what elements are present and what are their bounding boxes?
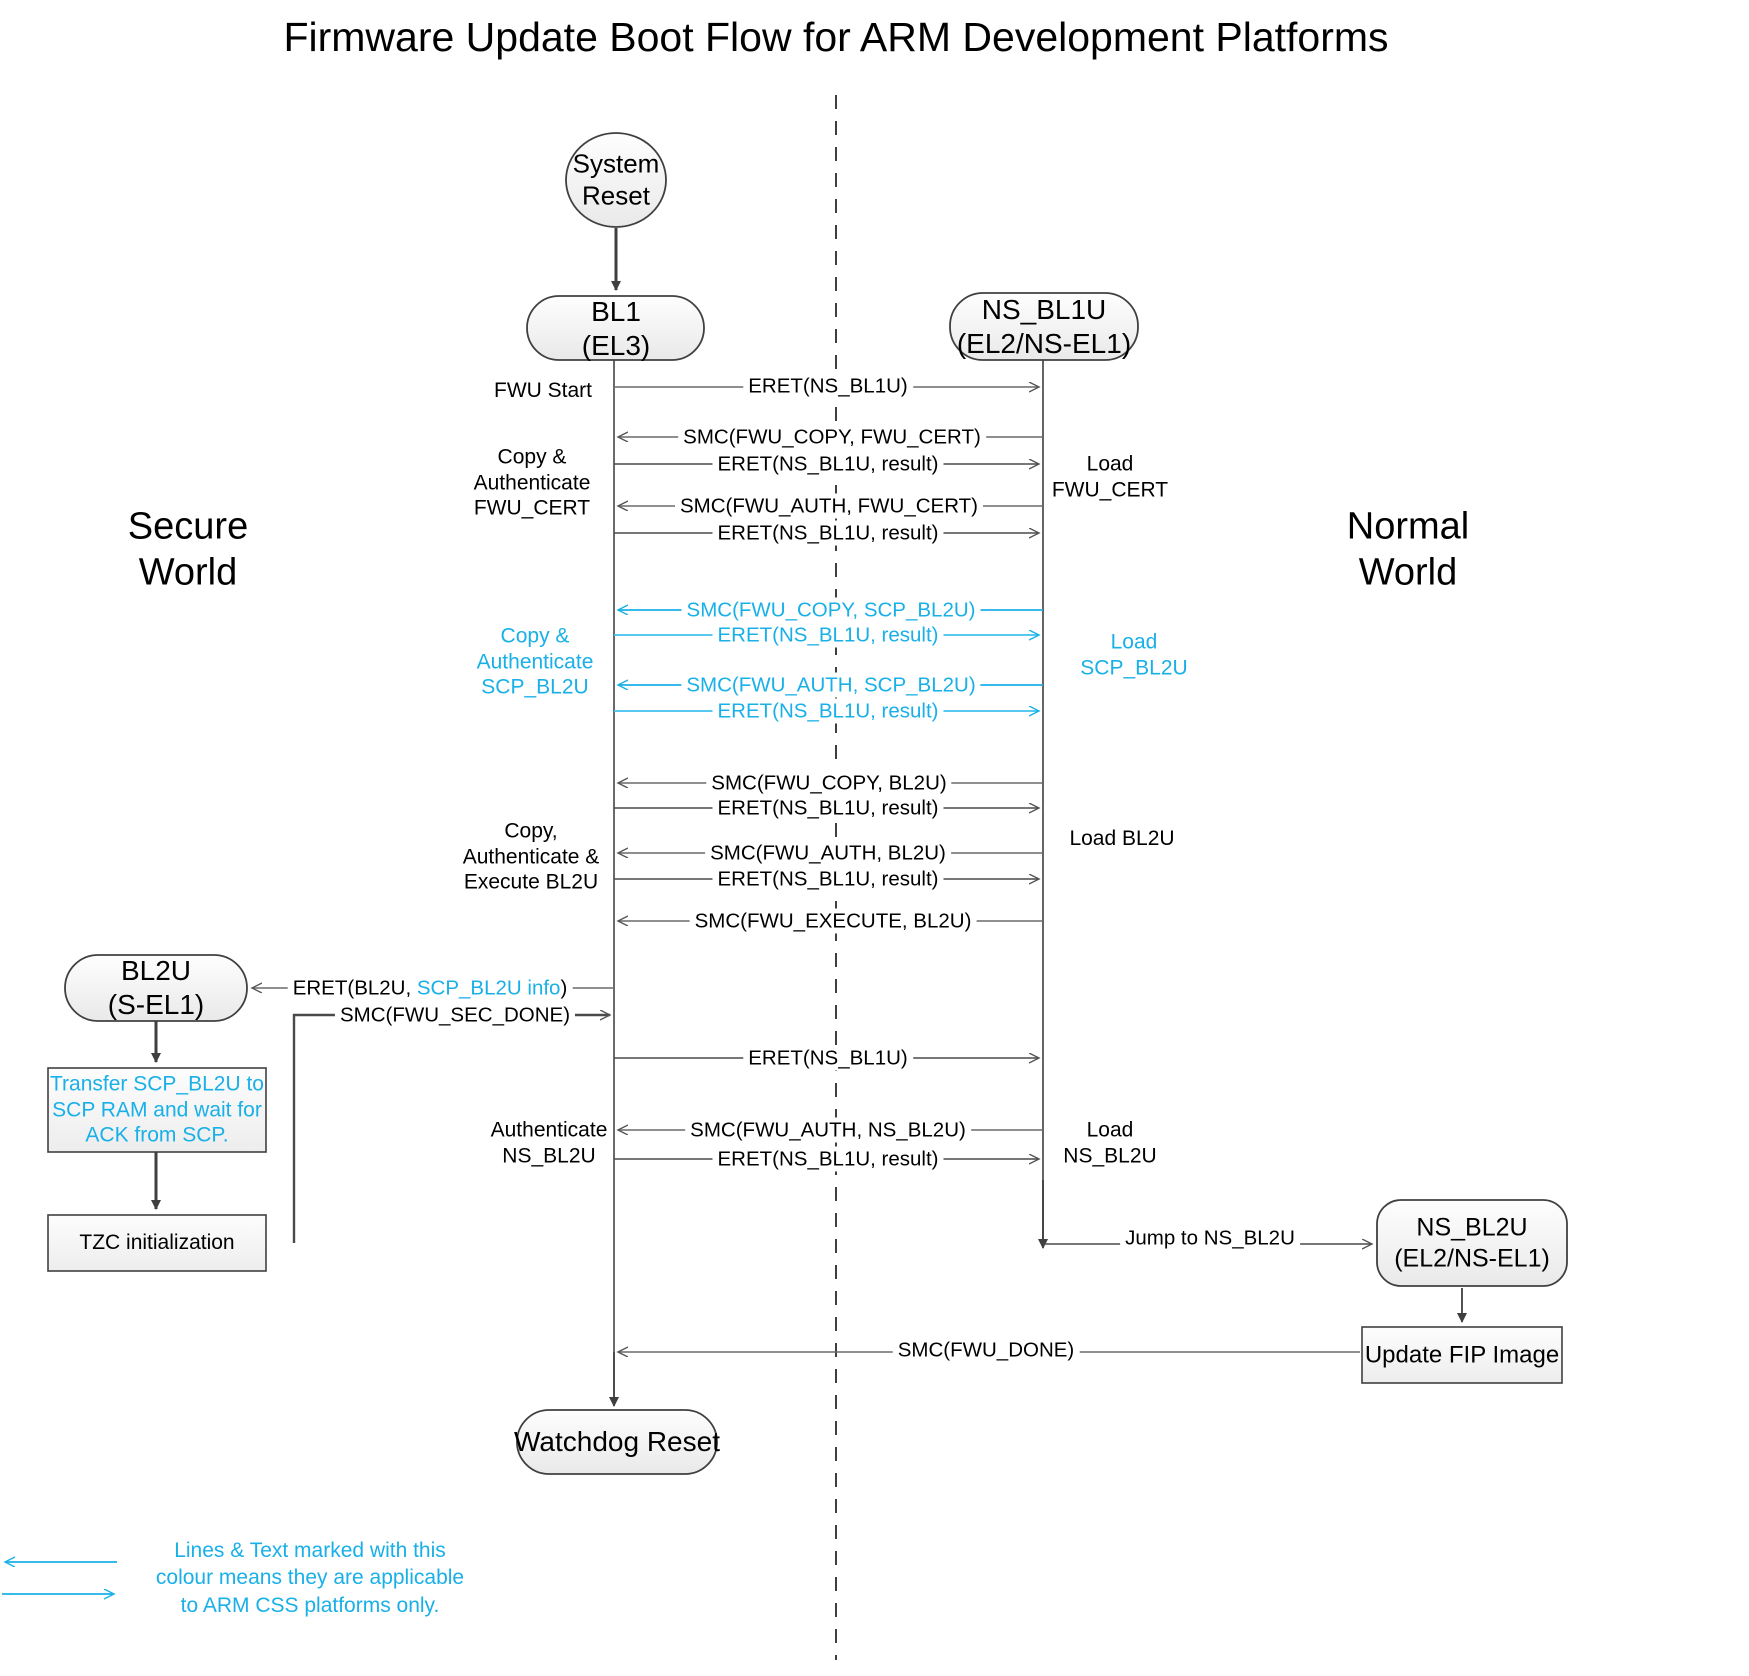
side-label-copy-auth-fwu-cert: Copy & Authenticate FWU_CERT (473, 445, 591, 520)
message-label-m13: ERET(NS_BL1U, result) (712, 866, 944, 892)
side-label-fwu-start: FWU Start (494, 379, 592, 403)
page-title: Firmware Update Boot Flow for ARM Develo… (283, 13, 1389, 60)
legend-description: Lines & Text marked with this colour mea… (155, 1539, 465, 1617)
node-bl2u[interactable]: BL2U (S-EL1) (107, 954, 205, 1020)
node-ns-bl2u[interactable]: NS_BL2U (EL2/NS-EL1) (1394, 1213, 1550, 1273)
message-label-m14: SMC(FWU_EXECUTE, BL2U) (689, 908, 977, 934)
message-label-m2: SMC(FWU_COPY, FWU_CERT) (678, 424, 986, 450)
box-update-fip-shape (1361, 1326, 1563, 1384)
box-transfer-scp-bl2u[interactable]: Transfer SCP_BL2U to SCP RAM and wait fo… (50, 1072, 264, 1147)
node-ns-bl1u-shape (949, 292, 1139, 361)
side-label-copy-auth-scp-bl2u: Copy & Authenticate SCP_BL2U (476, 624, 594, 699)
message-label-m1: ERET(NS_BL1U) (743, 373, 913, 399)
message-label-m20: Jump to NS_BL2U (1120, 1225, 1300, 1251)
message-label-m17: ERET(NS_BL1U) (743, 1045, 913, 1071)
side-label-copy-auth-exec-bl2u: Copy, Authenticate & Execute BL2U (462, 819, 600, 894)
node-system-reset[interactable]: System Reset (572, 148, 660, 210)
message-m15-suffix: ) (560, 976, 568, 1000)
message-m15-prefix: ERET(BL2U, (292, 976, 417, 1000)
box-tzc-initialization[interactable]: TZC initialization (79, 1231, 235, 1255)
message-label-m7: ERET(NS_BL1U, result) (712, 622, 944, 648)
message-label-m3: ERET(NS_BL1U, result) (712, 451, 944, 477)
message-label-m6: SMC(FWU_COPY, SCP_BL2U) (681, 597, 981, 623)
side-label-load-fwu-cert: Load FWU_CERT (1051, 452, 1169, 501)
message-label-m21: SMC(FWU_DONE) (892, 1337, 1080, 1363)
box-update-fip-image[interactable]: Update FIP Image (1364, 1341, 1560, 1369)
box-transfer-scp-shape (47, 1067, 267, 1153)
side-label-load-scp-bl2u: Load SCP_BL2U (1080, 630, 1188, 679)
node-ns-bl1u[interactable]: NS_BL1U (EL2/NS-EL1) (956, 293, 1132, 359)
label-secure-world: Secure World (127, 505, 249, 594)
message-label-m5: ERET(NS_BL1U, result) (712, 520, 944, 546)
node-watchdog-reset-shape (516, 1409, 718, 1475)
message-label-m19: ERET(NS_BL1U, result) (712, 1146, 944, 1172)
label-normal-world: Normal World (1346, 505, 1470, 594)
message-label-m8: SMC(FWU_AUTH, SCP_BL2U) (681, 672, 981, 698)
node-ns-bl2u-shape (1376, 1199, 1568, 1287)
side-label-load-bl2u: Load BL2U (1069, 827, 1175, 851)
message-label-m11: ERET(NS_BL1U, result) (712, 795, 944, 821)
box-tzc-shape (47, 1214, 267, 1272)
message-label-m9: ERET(NS_BL1U, result) (712, 698, 944, 724)
message-label-m18: SMC(FWU_AUTH, NS_BL2U) (685, 1117, 971, 1143)
node-watchdog-reset[interactable]: Watchdog Reset (514, 1425, 720, 1457)
node-bl1[interactable]: BL1 (EL3) (581, 295, 651, 361)
message-label-m4: SMC(FWU_AUTH, FWU_CERT) (675, 493, 983, 519)
side-label-load-ns-bl2u: Load NS_BL2U (1063, 1118, 1157, 1167)
node-bl1-shape (526, 295, 705, 361)
message-m15-highlight: SCP_BL2U info (416, 976, 561, 1000)
side-label-authenticate-ns-bl2u: Authenticate NS_BL2U (490, 1118, 608, 1167)
message-label-m10: SMC(FWU_COPY, BL2U) (706, 770, 952, 796)
message-label-m16: SMC(FWU_SEC_DONE) (334, 1002, 576, 1028)
message-label-m15: ERET(BL2U, SCP_BL2U info) (287, 975, 573, 1001)
message-label-m12: SMC(FWU_AUTH, BL2U) (705, 840, 951, 866)
node-system-reset-shape (565, 132, 667, 228)
